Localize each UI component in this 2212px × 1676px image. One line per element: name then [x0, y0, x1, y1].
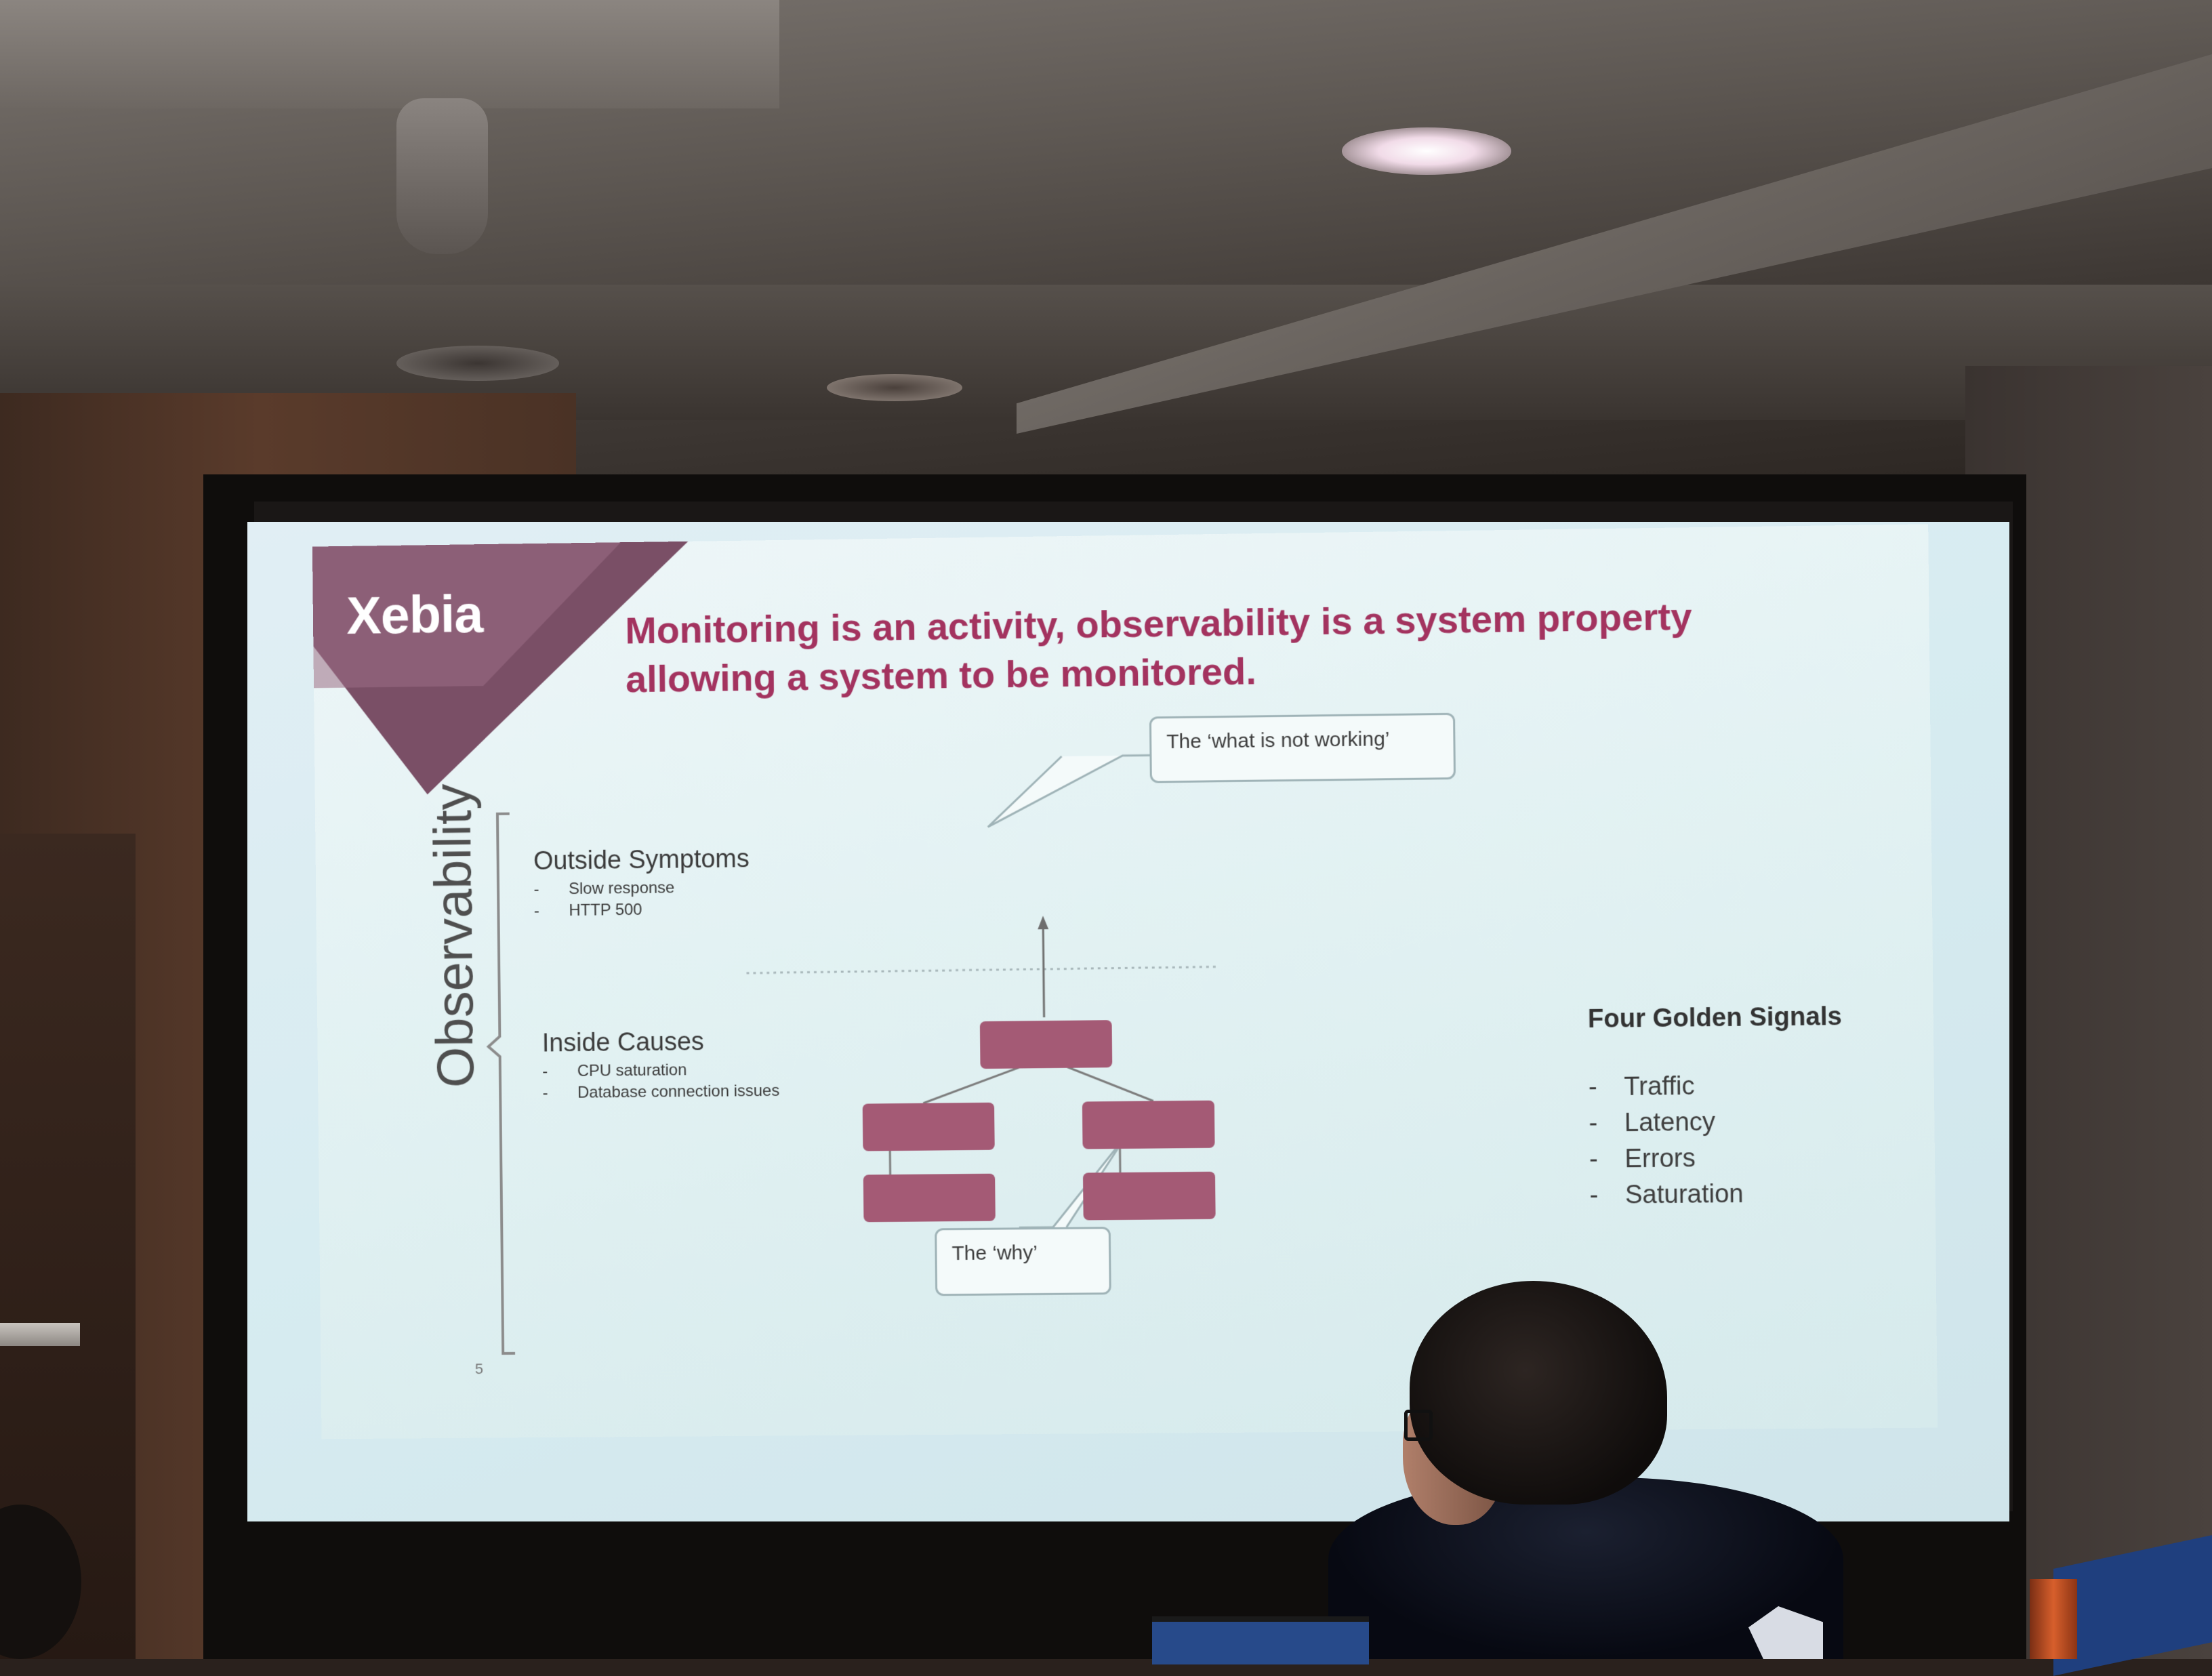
presentation-slide: Xebia Monitoring is an activity, observa… — [312, 524, 1938, 1439]
signal-text: Errors — [1624, 1144, 1696, 1173]
ceiling-fixture — [396, 98, 488, 254]
signal-item: -Errors — [1589, 1144, 1744, 1174]
signal-text: Traffic — [1624, 1072, 1695, 1101]
separator-line — [746, 966, 1219, 973]
signal-text: Saturation — [1625, 1180, 1744, 1210]
glasses-icon — [1404, 1410, 1433, 1441]
signal-item: -Traffic — [1589, 1071, 1743, 1102]
symptom-text: HTTP 500 — [569, 901, 642, 920]
inside-causes-heading: Inside Causes — [542, 1027, 779, 1058]
symptom-text: Slow response — [569, 878, 674, 898]
ceiling-downlight — [1342, 127, 1511, 175]
callout-why: The ‘why’ — [935, 1227, 1111, 1296]
tree-node-root — [980, 1020, 1112, 1069]
outside-symptoms: Outside Symptoms -Slow response -HTTP 50… — [533, 844, 750, 920]
door-handle — [0, 1323, 80, 1346]
cause-text: CPU saturation — [577, 1061, 687, 1080]
tree-node — [1082, 1101, 1215, 1149]
drink-cup — [2030, 1579, 2077, 1659]
ceiling-vent — [827, 374, 962, 401]
golden-signals-list: -Traffic -Latency -Errors -Saturation — [1589, 1071, 1744, 1210]
cause-item: -Database connection issues — [543, 1082, 780, 1103]
callout-what-not-working: The ‘what is not working’ — [1149, 713, 1456, 783]
tree-node — [1083, 1172, 1216, 1221]
arrow-shaft — [1043, 926, 1044, 1017]
golden-signals-title: Four Golden Signals — [1588, 1002, 1842, 1034]
observability-label: Observability — [422, 746, 506, 1124]
signal-text: Latency — [1624, 1108, 1716, 1137]
symptom-item: -HTTP 500 — [534, 899, 750, 920]
signal-item: -Latency — [1589, 1107, 1743, 1138]
tree-node — [863, 1103, 995, 1151]
symptom-item: -Slow response — [533, 878, 750, 899]
cause-item: -CPU saturation — [542, 1060, 779, 1081]
cause-text: Database connection issues — [577, 1082, 779, 1102]
diagram-lines — [312, 524, 1938, 1439]
ceiling-panel — [0, 0, 779, 108]
arrow-head — [1038, 916, 1048, 929]
signal-item: -Saturation — [1589, 1180, 1744, 1210]
tree-node — [863, 1174, 996, 1223]
inside-causes: Inside Causes -CPU saturation -Database … — [542, 1027, 780, 1103]
page-number: 5 — [475, 1360, 483, 1378]
laptop-screen — [1152, 1616, 1369, 1664]
outside-symptoms-heading: Outside Symptoms — [533, 844, 750, 876]
ceiling-vent — [396, 346, 559, 381]
